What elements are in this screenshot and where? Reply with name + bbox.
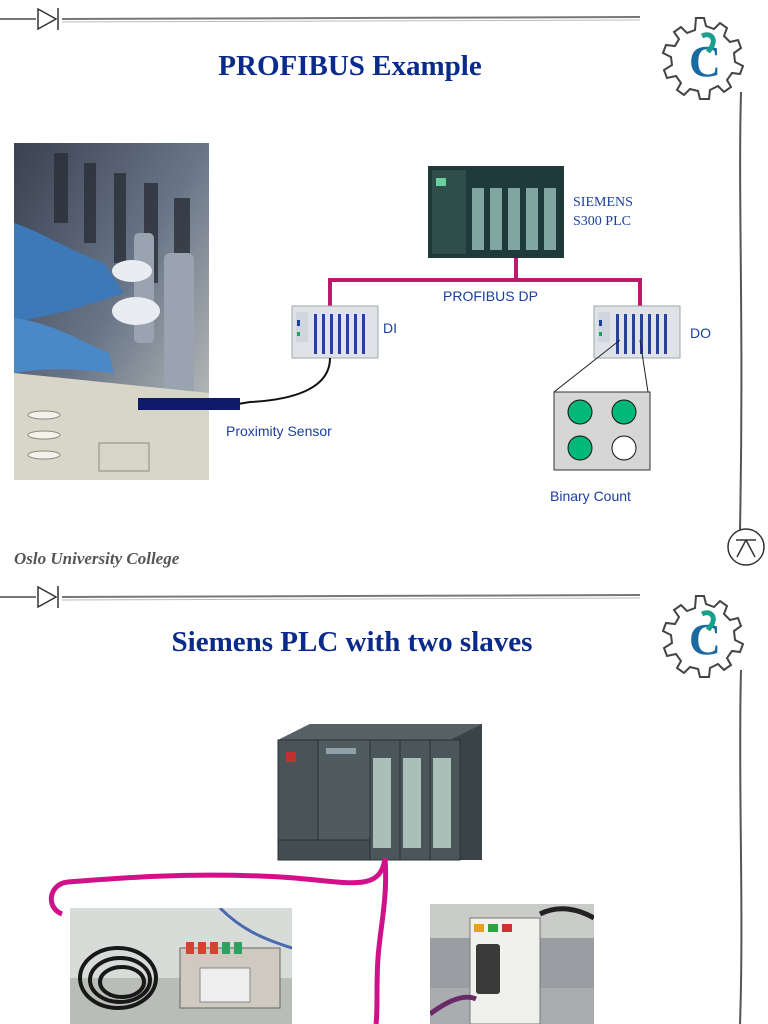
profibus-cables	[49, 857, 389, 1024]
plc-label-line1: SIEMENS	[573, 195, 633, 210]
slide-title: Siemens PLC with two slaves	[171, 626, 533, 658]
profibus-diagram	[138, 166, 681, 471]
s300-plc-image	[428, 166, 564, 258]
di-label: DI	[383, 320, 397, 336]
svg-text:C: C	[689, 615, 721, 664]
slave-photo-2	[430, 904, 594, 1024]
di-slave-module	[291, 305, 379, 359]
college-gear-logo-icon: C	[661, 595, 745, 678]
lamp-2	[611, 399, 637, 425]
profibus-dp-bus	[328, 258, 642, 306]
do-label: DO	[690, 325, 711, 341]
slide-frame	[0, 7, 765, 566]
diode-icon	[37, 585, 58, 609]
college-gear-logo-icon: C	[661, 17, 745, 100]
slave-photo-1	[70, 908, 292, 1024]
lamp-4	[611, 435, 637, 461]
transistor-icon	[727, 528, 765, 566]
binary-count-panel	[553, 391, 651, 471]
factory-worker-photo	[14, 143, 209, 480]
slide-frame	[0, 585, 743, 1024]
plc-label-line2: S300 PLC	[573, 214, 631, 229]
plc-label: SIEMENS S300 PLC	[573, 193, 633, 231]
sensor-label: Proximity Sensor	[226, 423, 332, 439]
svg-text:C: C	[689, 37, 721, 86]
lamp-1	[567, 399, 593, 425]
lamp-3	[567, 435, 593, 461]
bus-label: PROFIBUS DP	[443, 288, 538, 304]
binary-count-label: Binary Count	[550, 488, 631, 504]
proximity-sensor	[138, 398, 240, 410]
slide-profibus-example: C PROFIBUS Example	[0, 7, 765, 568]
siemens-plc-photo	[277, 724, 482, 861]
slide-title: PROFIBUS Example	[218, 50, 482, 82]
diode-icon	[37, 7, 58, 31]
slide-siemens-plc-two-slaves: C Siemens PLC with two slaves	[0, 578, 768, 1024]
footer-institution: Oslo University College	[14, 549, 180, 568]
